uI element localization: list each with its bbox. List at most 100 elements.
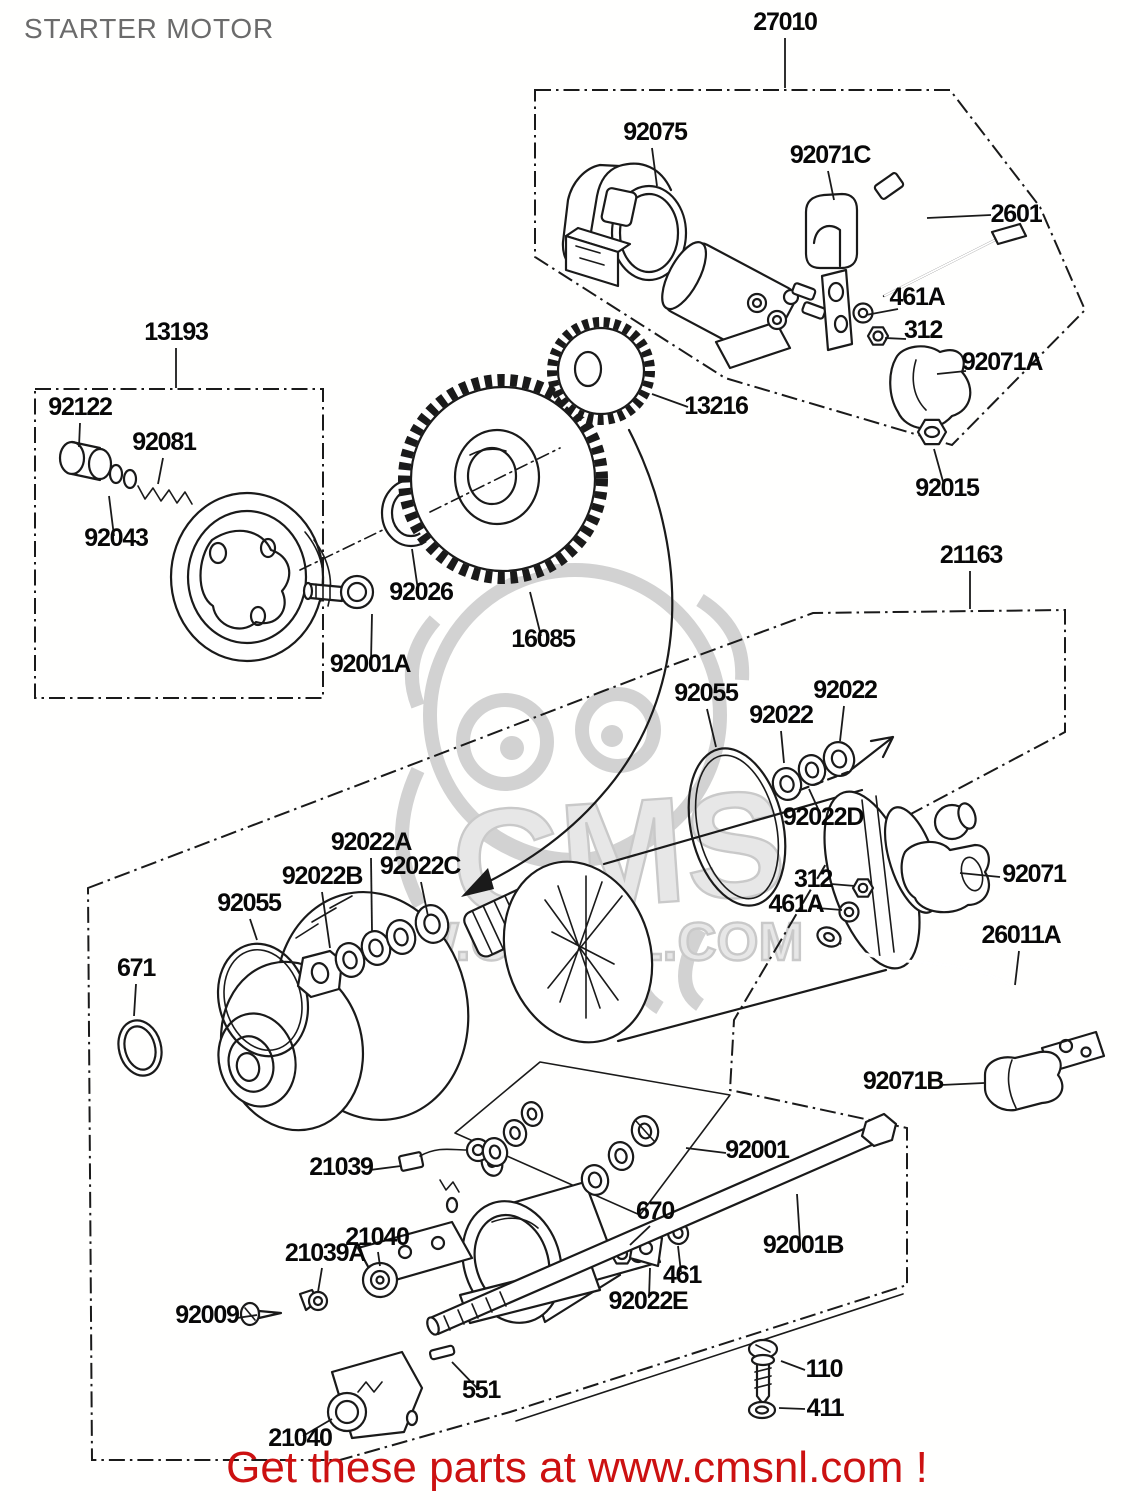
leader-13216 — [651, 393, 689, 408]
part-92071C-cap-drawing — [804, 192, 859, 270]
part-13193-clutch-drawing — [58, 440, 421, 663]
leader-2601 — [926, 214, 992, 219]
assembly-box-13193 — [34, 388, 324, 699]
part-92055-oring-right-drawing — [687, 747, 787, 907]
part-label-92022A: 92022A — [331, 828, 413, 856]
part-label-2601: 2601 — [991, 200, 1043, 228]
part-411-washer-drawing — [747, 1400, 777, 1420]
part-92071-boot-drawing — [900, 840, 991, 914]
leader-92022B — [321, 891, 331, 949]
part-label-312-top: 312 — [904, 316, 942, 344]
part-110-screw-drawing — [747, 1338, 779, 1406]
part-starter-solenoid-drawing — [661, 241, 827, 370]
leader-92022D — [808, 788, 821, 814]
leader-26011A — [1014, 950, 1020, 986]
leader-411 — [778, 1407, 806, 1410]
part-21039-brush-drawing — [398, 1137, 491, 1214]
part-label-92022E: 92022E — [609, 1287, 689, 1315]
part-461A-washer-lower-drawing — [838, 901, 860, 923]
part-2601-cable-drawing — [820, 160, 1028, 352]
part-label-92015: 92015 — [915, 474, 980, 502]
parts-artwork — [58, 160, 1106, 1440]
leader-21040-lower — [302, 1418, 333, 1437]
part-26011A-cable-drawing — [816, 926, 1106, 1074]
part-label-92122: 92122 — [48, 393, 112, 421]
page-title: STARTER MOTOR — [24, 13, 274, 44]
leader-92071C — [827, 170, 835, 201]
assembly-box-21163 — [86, 608, 1066, 1461]
leader-92022-mid — [780, 730, 785, 764]
leader-92071A — [936, 370, 967, 375]
part-label-461A-lower: 461A — [769, 890, 825, 918]
part-label-92022C: 92022C — [380, 852, 462, 880]
leader-92043 — [108, 495, 115, 537]
part-label-92009: 92009 — [175, 1301, 239, 1329]
part-label-92071B: 92071B — [863, 1067, 944, 1095]
part-label-26011A: 26011A — [982, 921, 1062, 949]
part-label-16085: 16085 — [511, 625, 576, 653]
part-312-nut-lower-drawing — [851, 878, 875, 898]
part-label-92071: 92071 — [1002, 860, 1067, 888]
leader-92001A — [370, 613, 373, 662]
part-92022-washers-left-drawing — [296, 904, 450, 999]
part-92009-screw-drawing — [239, 1301, 283, 1327]
part-label-21039: 21039 — [309, 1153, 373, 1181]
part-label-27010: 27010 — [753, 8, 817, 36]
part-label-92022-right: 92022 — [813, 676, 877, 704]
leader-16085 — [529, 591, 542, 637]
assembly-boxes — [34, 89, 1087, 1461]
leader-92075 — [651, 147, 658, 187]
leader-21039A — [317, 1267, 323, 1293]
part-label-92001: 92001 — [725, 1136, 790, 1164]
leader-92022-right — [839, 705, 845, 742]
part-label-92022-mid: 92022 — [749, 701, 813, 729]
leader-92055-left — [249, 918, 258, 941]
leader-461 — [677, 1245, 682, 1273]
part-16085-gear-drawing — [398, 374, 608, 584]
part-label-411: 411 — [807, 1394, 845, 1422]
part-label-92043: 92043 — [84, 524, 148, 552]
part-label-13193: 13193 — [144, 318, 208, 346]
part-label-461A-top: 461A — [890, 283, 946, 311]
part-21039A-terminal-drawing — [298, 1288, 329, 1312]
leader-92022C — [420, 881, 429, 917]
part-92075-end-cover-drawing — [561, 162, 688, 288]
leader-21039 — [369, 1165, 402, 1171]
part-92001A-bolt-drawing — [302, 574, 375, 610]
leader-21040-upper — [377, 1251, 381, 1267]
part-label-21163: 21163 — [940, 541, 1002, 569]
leader-92001 — [685, 1147, 727, 1154]
leader-92071B — [940, 1082, 985, 1086]
footer-banner: Get these parts at www.cmsnl.com ! — [226, 1443, 928, 1492]
leader-312-top — [884, 337, 907, 340]
part-label-21040-upper: 21040 — [345, 1223, 409, 1251]
part-label-461: 461 — [663, 1261, 702, 1289]
leader-92071 — [959, 872, 1001, 878]
part-label-21040-lower: 21040 — [268, 1424, 332, 1452]
leader-92026 — [411, 548, 419, 591]
leader-110 — [780, 1360, 806, 1371]
leader-551 — [451, 1361, 478, 1389]
leader-92122 — [78, 422, 81, 448]
part-13216-gear-drawing — [547, 317, 655, 425]
part-21040-brush-assy-lower-drawing — [326, 1350, 424, 1440]
part-671-oring-drawing — [117, 1019, 163, 1077]
part-461A-washer-top-drawing — [852, 302, 874, 324]
leader-312-lower — [830, 883, 856, 887]
leader-461A-top — [865, 308, 899, 316]
part-92071B-boot-drawing — [983, 1050, 1064, 1112]
part-label-92055-left: 92055 — [217, 889, 282, 917]
leader-92015 — [933, 448, 945, 486]
leader-92009 — [236, 1314, 258, 1319]
part-end-cover-drawing — [217, 890, 470, 1132]
leader-lines — [78, 38, 1020, 1437]
leader-461A-lower — [816, 907, 843, 911]
part-21040-bearing-upper-drawing — [361, 1261, 399, 1299]
part-92071A-boot-drawing — [889, 345, 972, 430]
assembly-arrow — [461, 428, 674, 897]
part-551-pin-drawing — [428, 1344, 456, 1361]
part-label-92001A: 92001A — [330, 650, 412, 678]
leader-92055-right — [706, 708, 717, 748]
leader-671 — [133, 983, 137, 1017]
